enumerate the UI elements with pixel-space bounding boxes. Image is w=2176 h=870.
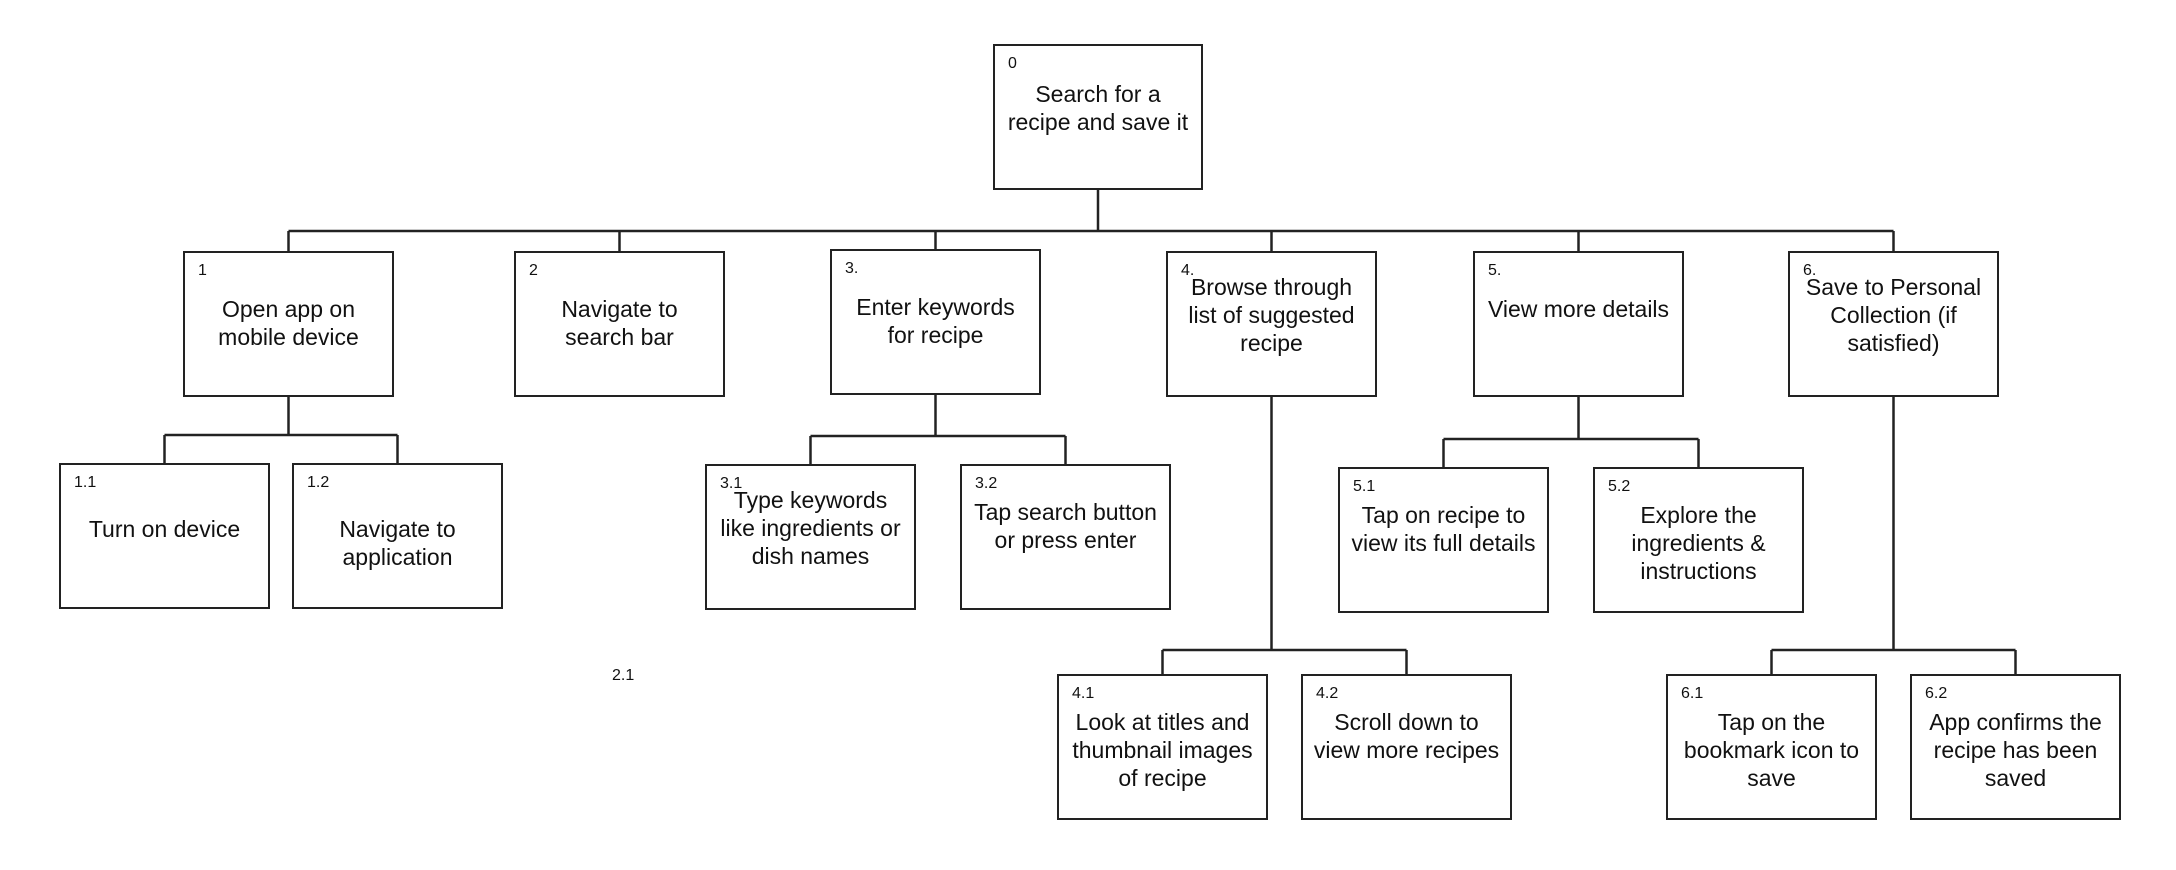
node-4-2-label: Scroll down to view more recipes: [1313, 709, 1500, 763]
node-5-2-number: 5.2: [1608, 478, 1631, 495]
node-3-1-number: 3.1: [720, 475, 743, 492]
node-1-2-number: 1.2: [307, 474, 330, 491]
node-3-1: 3.1 Type keywords like ingredients or di…: [705, 464, 916, 610]
node-1-1-label: Turn on device: [88, 516, 241, 542]
node-6-2: 6.2 App confirms the recipe has been sav…: [1910, 674, 2121, 820]
node-6-number: 6.: [1803, 262, 1817, 279]
node-4-1-label: Look at titles and thumbnail images of r…: [1072, 709, 1253, 791]
node-5-1-number: 5.1: [1353, 478, 1376, 495]
node-5-label: View more details: [1487, 296, 1670, 322]
node-5-1-label: Tap on recipe to view its full details: [1351, 502, 1536, 556]
node-6-1-number: 6.1: [1681, 685, 1704, 702]
node-1-1: 1.1 Turn on device: [59, 463, 270, 609]
node-5-2-label: Explore the ingredients & instructions: [1631, 502, 1766, 584]
node-2-label: Navigate to search bar: [561, 296, 678, 350]
node-6-1-label: Tap on the bookmark icon to save: [1683, 709, 1860, 791]
node-5: 5. View more details: [1473, 251, 1684, 397]
node-3: 3. Enter keywords for recipe: [830, 249, 1041, 395]
node-4-1-number: 4.1: [1072, 685, 1095, 702]
node-5-1: 5.1 Tap on recipe to view its full detai…: [1338, 467, 1549, 613]
node-0: 0 Search for a recipe and save it: [993, 44, 1203, 190]
node-1-2: 1.2 Navigate to application: [292, 463, 503, 609]
node-6-2-label: App confirms the recipe has been saved: [1929, 709, 2102, 791]
node-3-2-number: 3.2: [975, 475, 998, 492]
node-3-2-label: Tap search button or press enter: [974, 499, 1157, 553]
node-4-2: 4.2 Scroll down to view more recipes: [1301, 674, 1512, 820]
node-1-1-number: 1.1: [74, 474, 97, 491]
node-3-2: 3.2 Tap search button or press enter: [960, 464, 1171, 610]
node-6-2-number: 6.2: [1925, 685, 1948, 702]
node-4-1: 4.1 Look at titles and thumbnail images …: [1057, 674, 1268, 820]
node-5-2: 5.2 Explore the ingredients & instructio…: [1593, 467, 1804, 613]
node-2-number: 2: [529, 262, 538, 279]
node-1-2-label: Navigate to application: [339, 516, 456, 570]
stray-number-label: 2.1: [612, 667, 635, 684]
node-6-label: Save to Personal Collection (if satisfie…: [1805, 274, 1982, 356]
node-3-number: 3.: [845, 260, 859, 277]
node-0-number: 0: [1008, 55, 1017, 72]
node-6: 6. Save to Personal Collection (if satis…: [1788, 251, 1999, 397]
node-4: 4. Browse through list of suggested reci…: [1166, 251, 1377, 397]
node-1: 1 Open app on mobile device: [183, 251, 394, 397]
node-3-1-label: Type keywords like ingredients or dish n…: [720, 487, 901, 569]
node-3-label: Enter keywords for recipe: [856, 294, 1015, 348]
node-2: 2 Navigate to search bar: [514, 251, 725, 397]
node-1-label: Open app on mobile device: [218, 296, 359, 350]
node-4-label: Browse through list of suggested recipe: [1188, 274, 1355, 356]
node-4-number: 4.: [1181, 262, 1195, 279]
node-0-label: Search for a recipe and save it: [1007, 81, 1189, 135]
node-4-2-number: 4.2: [1316, 685, 1339, 702]
node-1-number: 1: [198, 262, 207, 279]
node-5-number: 5.: [1488, 262, 1502, 279]
node-6-1: 6.1 Tap on the bookmark icon to save: [1666, 674, 1877, 820]
